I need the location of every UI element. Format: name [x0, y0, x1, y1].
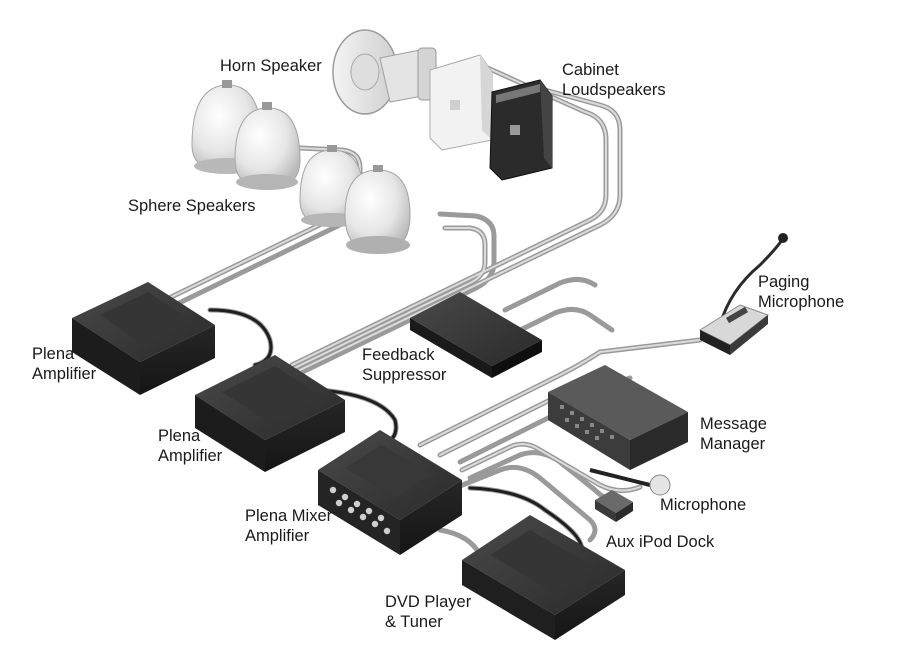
label-sphere-speakers: Sphere Speakers [128, 197, 256, 215]
plena-mixer-amplifier-graphic [318, 430, 462, 555]
label-horn-speaker: Horn Speaker [220, 57, 322, 75]
cables [162, 57, 703, 558]
label-message-manager: Message Manager [700, 415, 767, 453]
label-plena-amplifier-1: Plena Amplifier [32, 345, 97, 383]
aux-ipod-dock-graphic [595, 490, 633, 522]
label-dvd-player-tuner: DVD Player & Tuner [385, 593, 472, 631]
horn-speaker-graphic [332, 29, 437, 115]
paging-microphone-graphic [698, 233, 788, 355]
sphere-speakers-graphic [191, 80, 411, 254]
label-microphone: Microphone [660, 496, 747, 514]
label-paging-microphone: Paging Microphone [758, 273, 845, 311]
dvd-player-tuner-graphic [462, 515, 625, 640]
label-feedback-suppressor: Feedback Suppressor [362, 346, 447, 384]
feedback-suppressor-graphic [410, 292, 542, 378]
plena-amplifier-1-graphic [72, 282, 215, 395]
label-plena-amplifier-2: Plena Amplifier [158, 427, 223, 465]
microphone-graphic [589, 468, 671, 496]
cabinet-loudspeakers-graphic [429, 54, 553, 181]
label-aux-ipod-dock: Aux iPod Dock [606, 533, 715, 551]
label-plena-mixer-amplifier: Plena Mixer Amplifier [245, 507, 333, 545]
plena-amplifier-2-graphic [195, 355, 345, 472]
message-manager-graphic [548, 365, 688, 470]
label-cabinet-loudspeakers: Cabinet Loudspeakers [562, 61, 666, 99]
